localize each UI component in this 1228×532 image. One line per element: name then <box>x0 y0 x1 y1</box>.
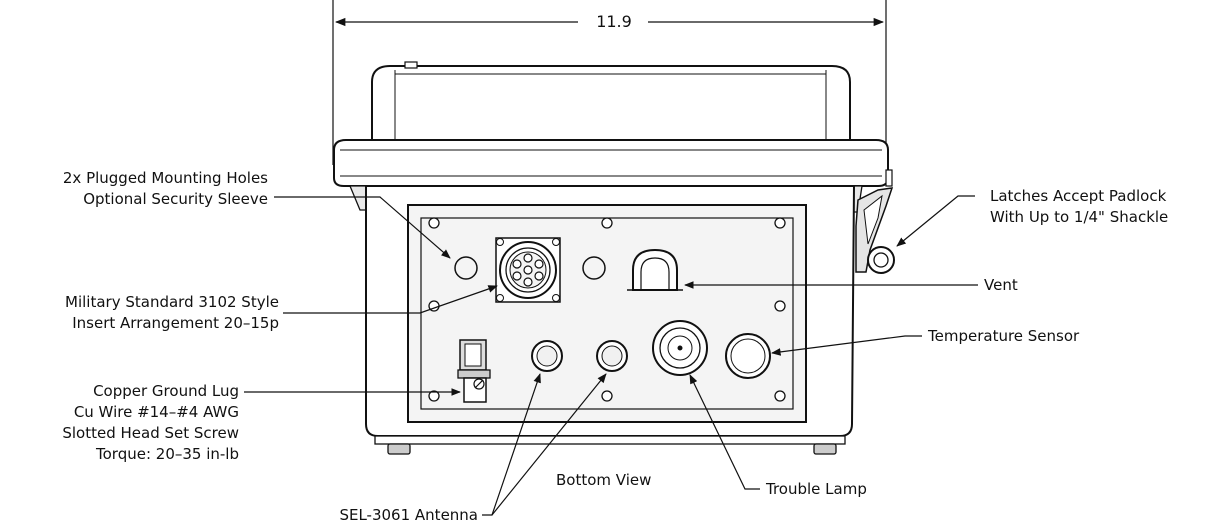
antenna-connectors <box>531 340 628 372</box>
vent <box>632 248 678 291</box>
ground-lug <box>457 339 491 403</box>
trouble-lamp-label: Trouble Lamp <box>766 480 867 498</box>
latches-label: Latches Accept Padlock With Up to 1/4" S… <box>990 187 1169 226</box>
trouble-lamp <box>652 320 708 376</box>
connector-label: Military Standard 3102 Style Insert Arra… <box>65 293 279 332</box>
foot-left <box>387 443 411 455</box>
leader-lines <box>244 195 978 516</box>
plugged-hole-right <box>582 256 606 280</box>
temperature-sensor-label: Temperature Sensor <box>928 327 1080 345</box>
ground-lug-label: Copper Ground Lug Cu Wire #14–#4 AWG Slo… <box>62 382 239 463</box>
antenna-label: SEL-3061 Antenna <box>339 506 478 524</box>
temperature-sensor <box>725 333 771 379</box>
military-connector <box>495 237 561 303</box>
mounting-holes-label: 2x Plugged Mounting Holes Optional Secur… <box>62 169 268 208</box>
latch <box>855 169 895 274</box>
foot-right <box>813 443 837 455</box>
plugged-hole-left <box>454 256 478 280</box>
lid-top <box>371 65 851 141</box>
vent-label: Vent <box>984 276 1018 294</box>
lid-flange <box>333 139 889 187</box>
dimension-value: 11.9 <box>596 12 632 31</box>
view-label: Bottom View <box>556 471 652 489</box>
